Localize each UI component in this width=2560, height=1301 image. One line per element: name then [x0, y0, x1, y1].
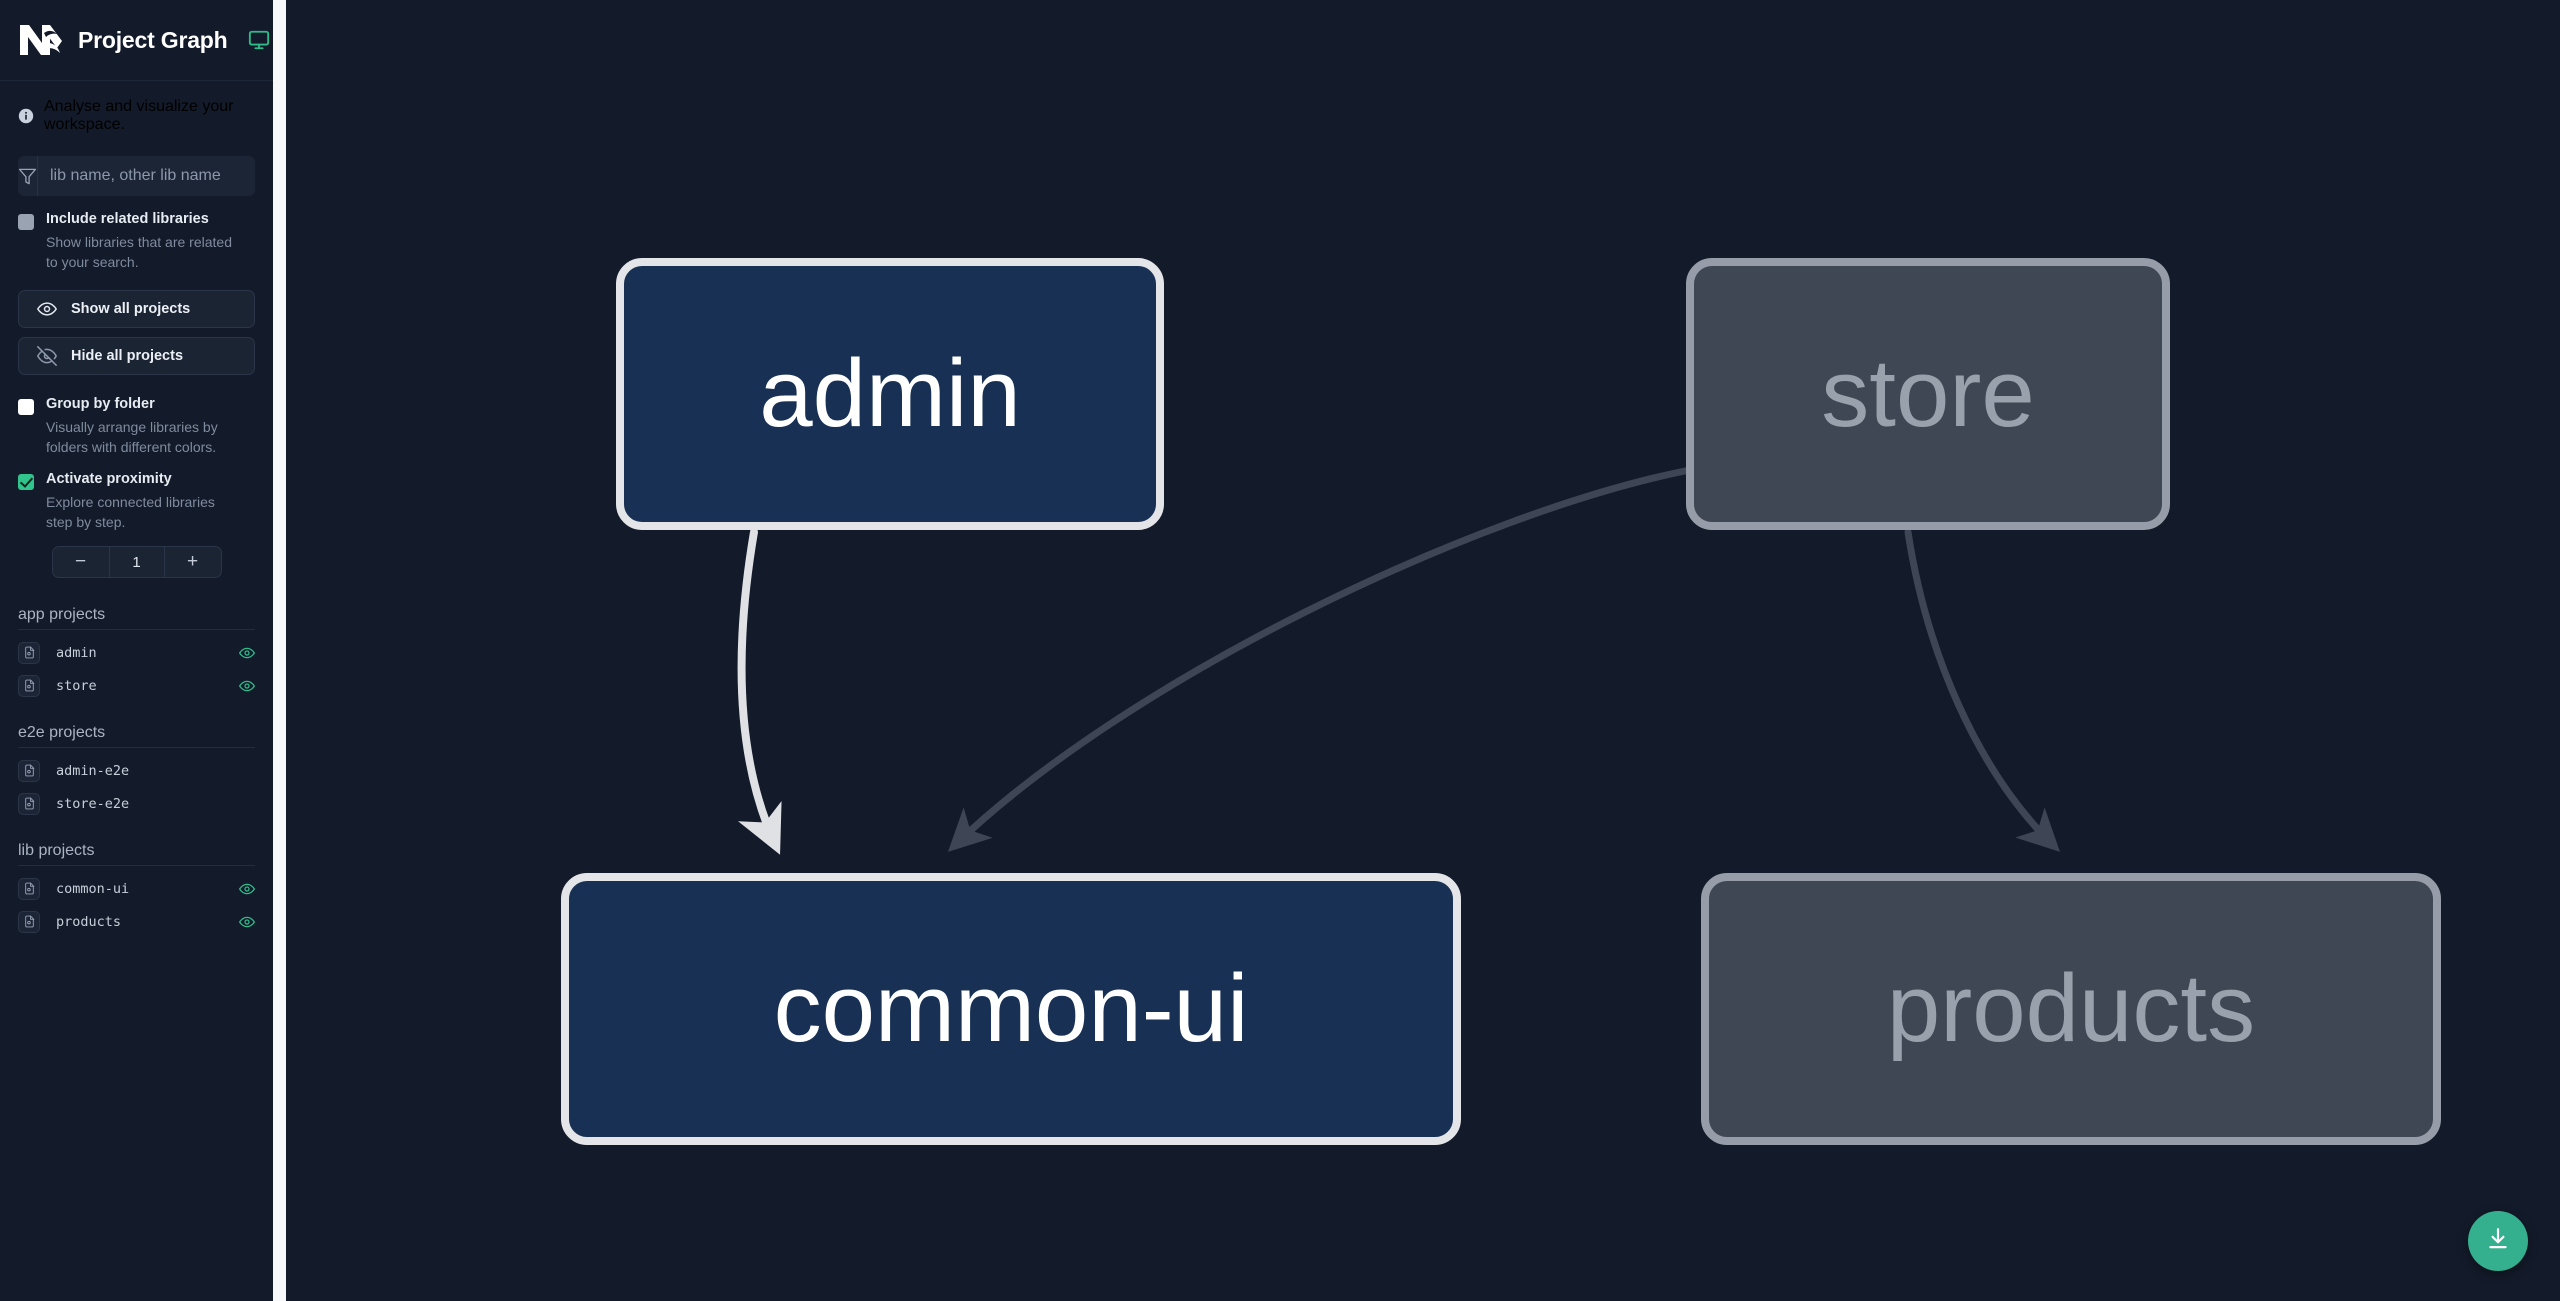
- project-visibility-eye-icon[interactable]: [239, 881, 255, 897]
- proximity-decrement-button[interactable]: −: [74, 551, 87, 573]
- filter-icon[interactable]: [18, 156, 38, 196]
- project-file-icon: [18, 792, 40, 815]
- project-visibility-eye-icon[interactable]: [239, 678, 255, 694]
- sidebar: Project Graph Analyse and visualize your…: [0, 0, 273, 1301]
- graph-edges: [737, 466, 2061, 855]
- group-by-folder-checkbox[interactable]: [18, 399, 34, 416]
- project-list-item-store[interactable]: store: [18, 669, 255, 702]
- project-list-item-admin[interactable]: admin: [18, 636, 255, 669]
- project-name: store: [56, 677, 97, 694]
- edge-store-to-common-ui: [947, 466, 1694, 852]
- monitor-icon[interactable]: [248, 29, 270, 51]
- project-group: lib projects common-ui products: [18, 842, 255, 938]
- hide-all-projects-button[interactable]: Hide all projects: [18, 337, 255, 376]
- info-icon: [18, 108, 34, 124]
- graph-canvas[interactable]: admin store common-ui products: [286, 0, 2560, 1301]
- proximity-increment-button[interactable]: +: [186, 551, 199, 573]
- search-box[interactable]: [18, 156, 255, 196]
- project-group: e2e projects admin-e2e store-e2e: [18, 724, 255, 820]
- project-group-title: e2e projects: [18, 724, 255, 749]
- search-input[interactable]: [38, 156, 255, 196]
- edge-admin-to-common-ui: [737, 528, 782, 855]
- project-file-icon: [18, 877, 40, 900]
- project-group-title: app projects: [18, 606, 255, 631]
- include-related-libraries-checkbox[interactable]: [18, 214, 34, 230]
- project-name: admin-e2e: [56, 762, 130, 779]
- project-group-title: lib projects: [18, 842, 255, 867]
- project-name: products: [56, 913, 122, 930]
- group-by-folder-label: Group by folder: [46, 396, 155, 413]
- project-list-item-admin-e2e[interactable]: admin-e2e: [18, 754, 255, 787]
- show-all-projects-button[interactable]: Show all projects: [18, 290, 255, 329]
- project-list: app projects admin store e2e projects ad…: [0, 578, 273, 1301]
- download-icon: [2485, 1226, 2511, 1257]
- edge-store-to-products: [1904, 528, 2061, 852]
- download-graph-button[interactable]: [2468, 1211, 2528, 1271]
- project-visibility-placeholder: [239, 796, 255, 812]
- hide-all-projects-label: Hide all projects: [71, 348, 184, 365]
- include-related-libraries-option[interactable]: Include related libraries Show libraries…: [0, 196, 273, 272]
- graph-node-common-ui[interactable]: common-ui: [561, 873, 1461, 1145]
- activate-proximity-description: Explore connected libraries step by step…: [46, 493, 215, 531]
- project-file-icon: [18, 641, 40, 664]
- activate-proximity-label: Activate proximity: [46, 471, 172, 488]
- sidebar-scrollbar[interactable]: [273, 0, 286, 1301]
- include-related-libraries-description: Show libraries that are related to your …: [46, 233, 232, 270]
- project-list-item-store-e2e[interactable]: store-e2e: [18, 787, 255, 820]
- graph-node-store[interactable]: store: [1686, 258, 2170, 530]
- eye-icon: [37, 299, 57, 319]
- sidebar-header: Project Graph: [0, 0, 273, 81]
- search-row: [0, 134, 273, 196]
- visibility-buttons: Show all projects Hide all projects: [0, 272, 273, 376]
- activate-proximity-option[interactable]: Activate proximity Explore connected lib…: [0, 457, 273, 532]
- page-title: Project Graph: [78, 26, 228, 53]
- graph-node-label: products: [1886, 955, 2256, 1062]
- activate-proximity-checkbox[interactable]: [18, 474, 34, 491]
- proximity-stepper: − 1 +: [51, 546, 222, 579]
- graph-node-label: store: [1821, 340, 2035, 447]
- project-visibility-placeholder: [239, 763, 255, 779]
- project-visibility-eye-icon[interactable]: [239, 645, 255, 661]
- nx-logo-icon: [18, 21, 64, 59]
- eye-off-icon: [37, 346, 57, 367]
- group-by-folder-option[interactable]: Group by folder Visually arrange librari…: [0, 375, 273, 457]
- project-list-item-products[interactable]: products: [18, 905, 255, 938]
- graph-node-admin[interactable]: admin: [616, 258, 1164, 530]
- project-visibility-eye-icon[interactable]: [239, 914, 255, 930]
- proximity-value: 1: [108, 547, 165, 578]
- project-name: common-ui: [56, 880, 130, 897]
- workspace-subtitle-text: Analyse and visualize your workspace.: [44, 98, 234, 133]
- project-list-item-common-ui[interactable]: common-ui: [18, 872, 255, 905]
- graph-node-products[interactable]: products: [1701, 873, 2441, 1145]
- include-related-libraries-label: Include related libraries: [46, 211, 209, 227]
- project-file-icon: [18, 759, 40, 782]
- workspace-subtitle: Analyse and visualize your workspace.: [0, 81, 273, 134]
- project-name: store-e2e: [56, 795, 130, 812]
- graph-node-label: common-ui: [773, 955, 1249, 1062]
- show-all-projects-label: Show all projects: [71, 301, 191, 318]
- graph-node-label: admin: [759, 340, 1021, 447]
- project-file-icon: [18, 910, 40, 933]
- proximity-stepper-wrap: − 1 +: [0, 532, 273, 579]
- project-file-icon: [18, 674, 40, 697]
- group-by-folder-description: Visually arrange libraries by folders wi…: [46, 418, 218, 456]
- project-group: app projects admin store: [18, 606, 255, 702]
- project-name: admin: [56, 644, 97, 661]
